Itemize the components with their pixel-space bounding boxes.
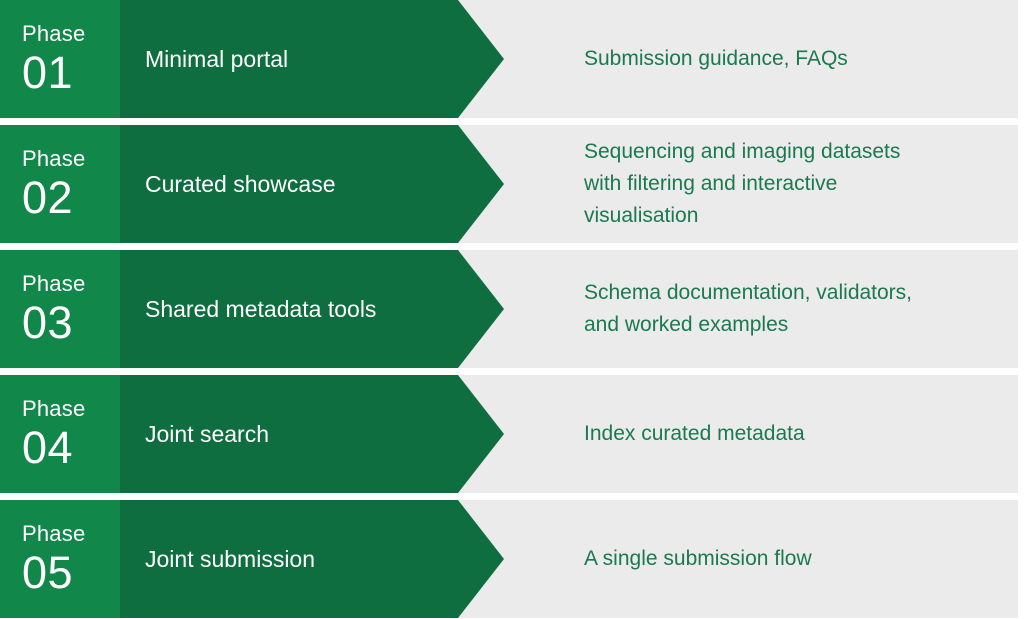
phase-detail-04: Index curated metadata	[584, 375, 1018, 493]
phase-number-label: 05	[22, 546, 74, 598]
phase-detail-line: with filtering and interactive	[584, 172, 838, 195]
phase-title-label: Joint submission	[145, 546, 316, 572]
phase-word-label: Phase	[22, 520, 86, 546]
phase-title-label: Shared metadata tools	[145, 296, 377, 322]
phase-number-label: 02	[22, 171, 74, 223]
phase-word-label: Phase	[22, 145, 86, 171]
phase-number-label: 03	[22, 296, 74, 348]
phase-detail-line: visualisation	[584, 204, 699, 227]
phase-word-label: Phase	[22, 20, 86, 46]
phase-row: Phase 05 Joint submission A single submi…	[0, 500, 1018, 618]
phase-title-label: Curated showcase	[145, 171, 336, 197]
phase-arrow-02: Curated showcase	[120, 125, 504, 243]
phase-badge-03: Phase 03	[0, 250, 120, 368]
phase-row: Phase 04 Joint search Index curated meta…	[0, 375, 1018, 493]
phase-row: Phase 03 Shared metadata tools Schema do…	[0, 250, 1018, 368]
phase-word-label: Phase	[22, 270, 86, 296]
phase-detail-03: Schema documentation, validators, and wo…	[584, 250, 1018, 368]
phase-arrow-03: Shared metadata tools	[120, 250, 504, 368]
phase-badge-01: Phase 01	[0, 0, 120, 118]
phase-detail-line: Sequencing and imaging datasets	[584, 140, 901, 163]
phase-detail-line: A single submission flow	[584, 547, 812, 570]
phase-row: Phase 02 Curated showcase Sequencing and…	[0, 125, 1018, 243]
phase-badge-05: Phase 05	[0, 500, 120, 618]
phase-detail-line: Index curated metadata	[584, 422, 805, 445]
phase-detail-02: Sequencing and imaging datasets with fil…	[584, 125, 1018, 243]
phase-detail-line: Submission guidance, FAQs	[584, 47, 848, 70]
phase-row: Phase 01 Minimal portal Submission guida…	[0, 0, 1018, 118]
phase-detail-line: and worked examples	[584, 313, 789, 336]
phase-title-label: Minimal portal	[145, 46, 289, 72]
phase-title-label: Joint search	[145, 421, 270, 447]
phase-detail-line: Schema documentation, validators,	[584, 281, 913, 304]
phase-word-label: Phase	[22, 395, 86, 421]
phase-number-label: 01	[22, 46, 74, 98]
phase-badge-04: Phase 04	[0, 375, 120, 493]
phase-badge-02: Phase 02	[0, 125, 120, 243]
phase-arrow-01: Minimal portal	[120, 0, 504, 118]
phase-detail-01: Submission guidance, FAQs	[584, 0, 1018, 118]
phase-detail-05: A single submission flow	[584, 500, 1018, 618]
phase-number-label: 04	[22, 421, 74, 473]
phase-arrow-04: Joint search	[120, 375, 504, 493]
phase-arrow-05: Joint submission	[120, 500, 504, 618]
